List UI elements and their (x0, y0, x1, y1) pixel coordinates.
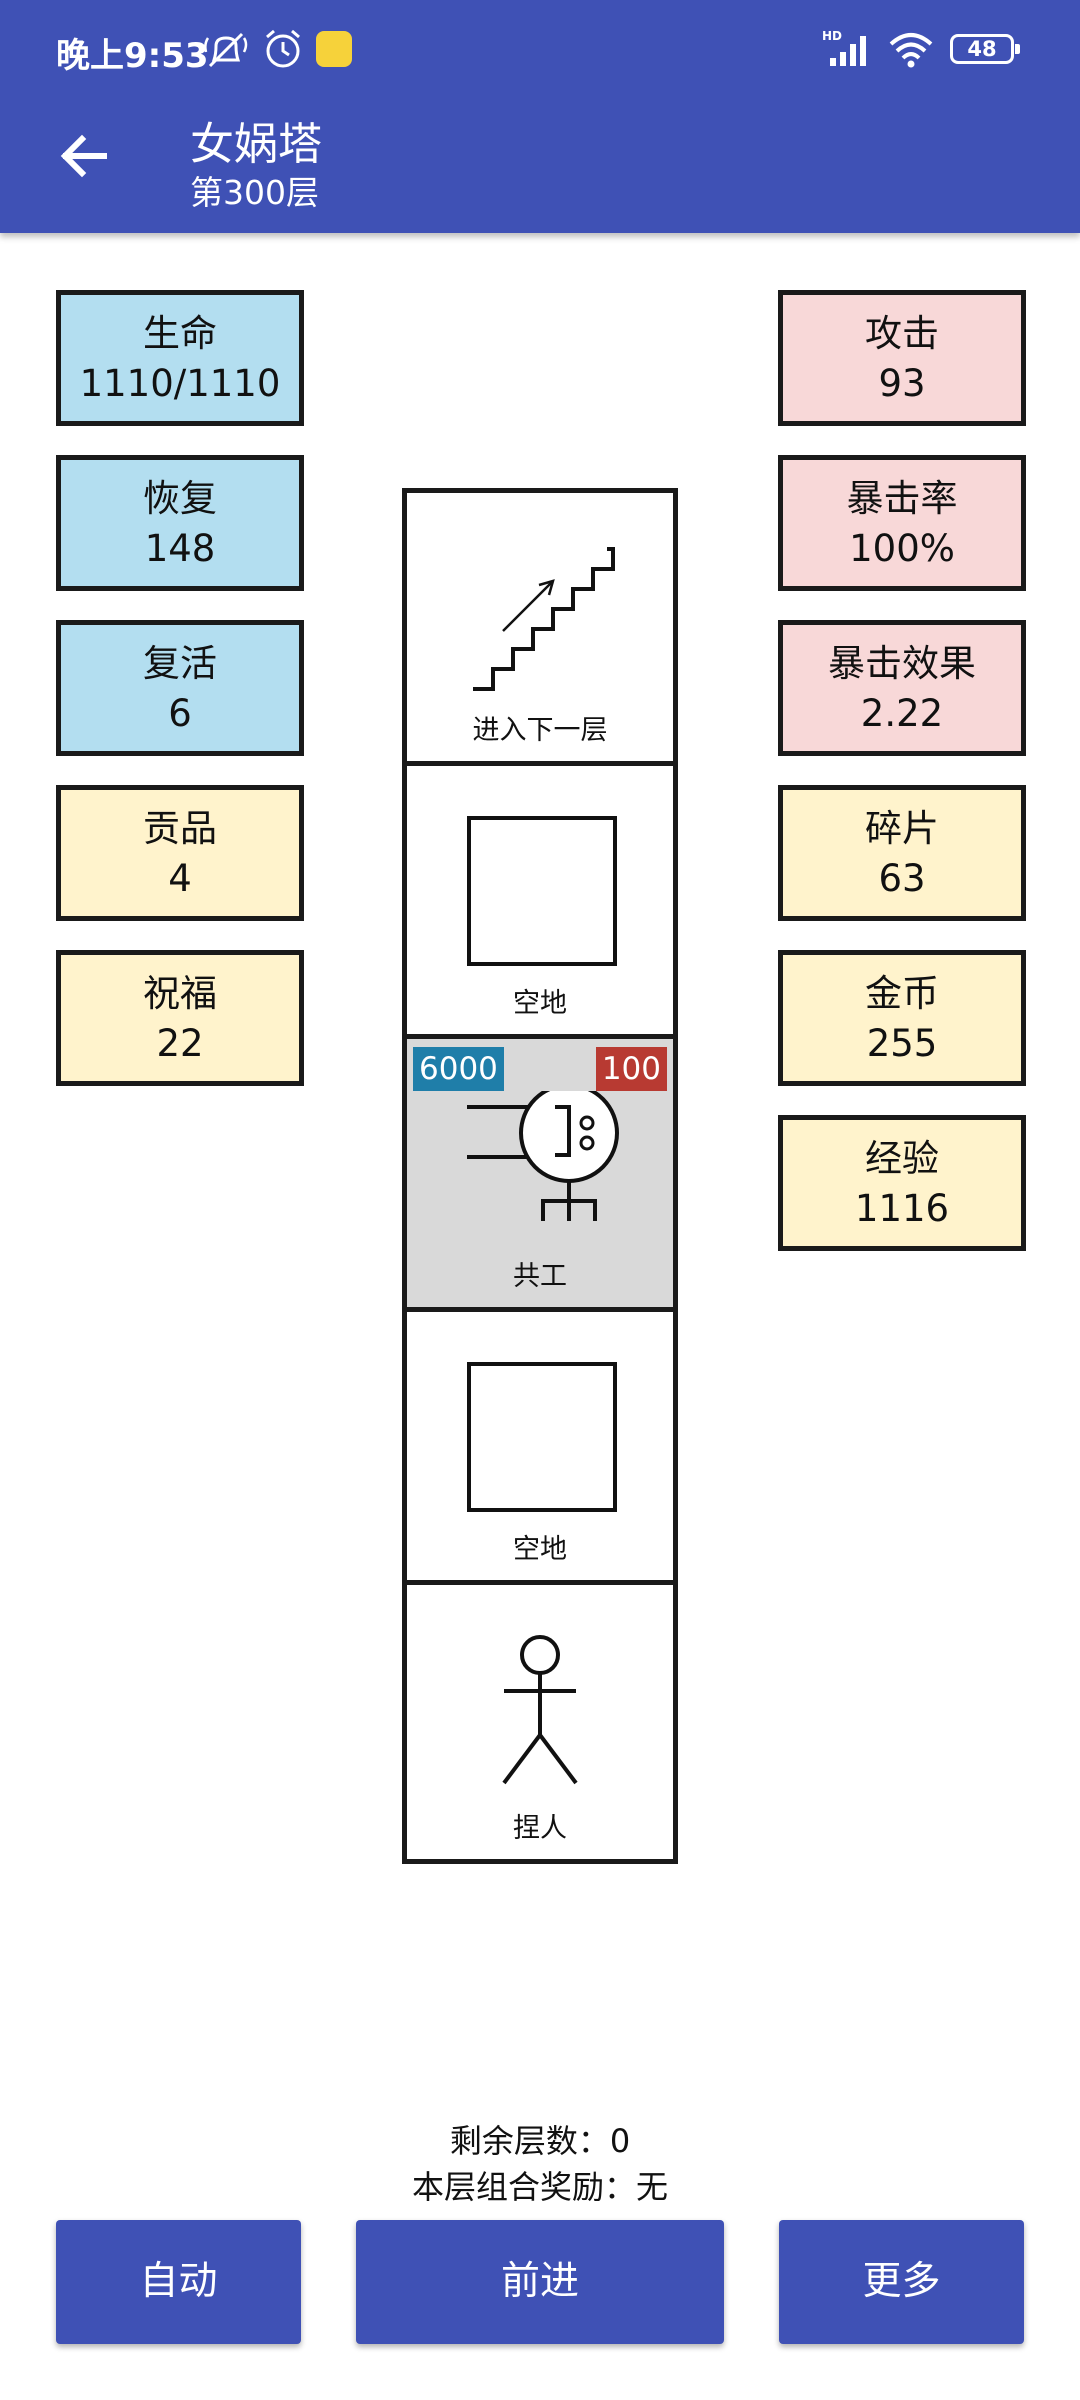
page-title: 女娲塔 (190, 119, 322, 170)
enemy-attack-badge: 100 (595, 1047, 667, 1091)
battery-indicator: 48 (950, 34, 1020, 64)
enemy-hp-badge: 6000 (413, 1047, 504, 1091)
wifi-icon (889, 33, 933, 68)
back-arrow-icon[interactable] (56, 128, 112, 184)
stat-label: 祝福 (143, 972, 217, 1015)
notification-muted-icon (204, 32, 248, 68)
forward-button[interactable]: 前进 (356, 2220, 724, 2344)
stat-value: 1116 (854, 1187, 950, 1230)
floor-subtitle: 第300层 (190, 173, 319, 212)
stat-value: 1110/1110 (79, 362, 281, 405)
remaining-floors-text: 剩余层数：0 (449, 2122, 631, 2160)
stat-blessing: 祝福 22 (56, 950, 304, 1086)
tower-cell-empty[interactable]: 空地 (407, 766, 673, 1039)
stat-value: 6 (168, 692, 192, 735)
stat-label: 碎片 (865, 807, 939, 850)
app-bar: 晚上9:53 HD 48 女娲塔 第300层 (0, 0, 1080, 233)
stat-life: 生命 1110/1110 (56, 290, 304, 426)
tower-column: 进入下一层 空地 6000 100 共工 空地 (402, 488, 678, 1864)
stat-label: 攻击 (865, 312, 939, 355)
stat-crit-rate: 暴击率 100% (778, 455, 1026, 591)
stat-value: 255 (866, 1022, 938, 1065)
cell-label: 空地 (513, 1534, 567, 1565)
stat-label: 暴击效果 (828, 642, 976, 685)
stat-value: 2.22 (860, 692, 944, 735)
stat-value: 63 (878, 857, 926, 900)
tower-cell-stairs[interactable]: 进入下一层 (407, 493, 673, 766)
enemy-gonggong-icon (467, 1091, 619, 1221)
cell-label: 进入下一层 (472, 715, 608, 746)
stat-label: 贡品 (143, 807, 217, 850)
cell-label: 共工 (513, 1261, 567, 1292)
stat-label: 经验 (865, 1137, 939, 1180)
stat-value: 100% (849, 527, 955, 570)
stat-attack: 攻击 93 (778, 290, 1026, 426)
stairs-icon (473, 547, 615, 691)
stat-label: 暴击率 (846, 477, 958, 520)
tower-cell-empty[interactable]: 空地 (407, 1312, 673, 1585)
svg-text:HD: HD (822, 29, 842, 43)
tower-cell-player[interactable]: 捏人 (407, 1585, 673, 1859)
status-bar: 晚上9:53 HD 48 (0, 0, 1080, 100)
more-button[interactable]: 更多 (779, 2220, 1024, 2344)
stat-gold: 金币 255 (778, 950, 1026, 1086)
stat-experience: 经验 1116 (778, 1115, 1026, 1251)
empty-square-icon (467, 816, 617, 966)
cell-label: 捏人 (513, 1813, 567, 1844)
stat-value: 93 (878, 362, 926, 405)
auto-button[interactable]: 自动 (56, 2220, 301, 2344)
stat-crit-effect: 暴击效果 2.22 (778, 620, 1026, 756)
stat-tribute: 贡品 4 (56, 785, 304, 921)
stat-label: 复活 (143, 642, 217, 685)
stat-label: 生命 (143, 312, 217, 355)
stat-value: 4 (168, 857, 192, 900)
stat-fragments: 碎片 63 (778, 785, 1026, 921)
stat-label: 金币 (865, 972, 939, 1015)
floor-reward-text: 本层组合奖励：无 (411, 2168, 668, 2206)
status-time: 晚上9:53 (56, 36, 209, 76)
stat-value: 148 (144, 527, 216, 570)
tower-cell-enemy[interactable]: 6000 100 共工 (407, 1039, 673, 1312)
signal-icon: HD (822, 29, 866, 66)
stat-regen: 恢复 148 (56, 455, 304, 591)
stat-revive: 复活 6 (56, 620, 304, 756)
stat-value: 22 (156, 1022, 204, 1065)
app-notification-icon (316, 31, 352, 67)
stick-figure-icon (502, 1635, 578, 1785)
alarm-icon (266, 29, 300, 68)
stat-label: 恢复 (143, 477, 217, 520)
empty-square-icon (467, 1362, 617, 1512)
cell-label: 空地 (513, 988, 567, 1019)
